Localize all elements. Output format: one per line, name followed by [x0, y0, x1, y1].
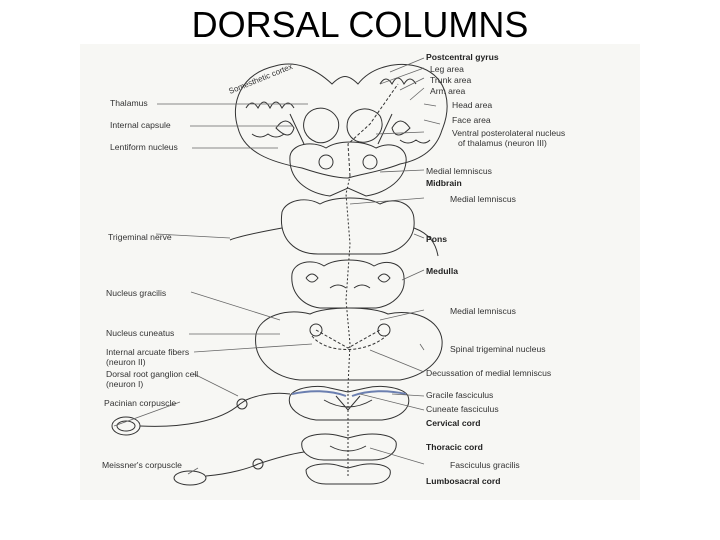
- thalamus-shape: [303, 107, 340, 144]
- label-postcentral-gyrus: Postcentral gyrus: [426, 52, 499, 62]
- label-internal-capsule: Internal capsule: [110, 120, 171, 130]
- gracile-nucleus-left: [309, 323, 323, 337]
- drg-cell-drawing: [236, 398, 248, 410]
- thalamus-shape-right: [346, 108, 383, 143]
- label-lentiform-nucleus: Lentiform nucleus: [110, 142, 178, 152]
- label-spinal-trigeminal-nucleus: Spinal trigeminal nucleus: [450, 344, 546, 354]
- label-medial-lemniscus-2: Medial lemniscus: [450, 194, 516, 204]
- label-pons: Pons: [426, 234, 448, 244]
- label-arm-area: Arm area: [430, 86, 466, 96]
- medulla-upper-section: [291, 259, 405, 309]
- label-pacinian-corpuscle: Pacinian corpuscle: [104, 398, 177, 408]
- red-nucleus-right: [362, 154, 378, 170]
- cortex-gyri: [245, 77, 431, 144]
- gracile-fasciculus-shading: [291, 390, 407, 397]
- label-nucleus-gracilis: Nucleus gracilis: [106, 288, 167, 298]
- label-nucleus-cuneatus: Nucleus cuneatus: [106, 328, 175, 338]
- label-trunk-area: Trunk area: [430, 75, 472, 85]
- diagram-drawing: Somesthetic cortex: [111, 57, 448, 486]
- cerebrum-outline: [234, 63, 448, 179]
- lumbosacral-cord-section: [305, 463, 391, 485]
- lentiform-nucleus: [275, 120, 411, 136]
- label-medial-lemniscus-1: Medial lemniscus: [426, 166, 492, 176]
- label-decussation: Decussation of medial lemniscus: [426, 368, 552, 378]
- meissner-corpuscle-drawing: [173, 470, 207, 486]
- label-meissner-corpuscle: Meissner's corpuscle: [102, 460, 182, 470]
- dorsal-column-pathway: [345, 175, 351, 476]
- red-nucleus-left: [318, 154, 334, 170]
- dorsal-columns-diagram: Somesthetic cortex Postcentral gyrus Leg…: [80, 44, 640, 500]
- thoracic-cord-section: [301, 433, 397, 461]
- label-cuneate-fasciculus: Cuneate fasciculus: [426, 404, 499, 414]
- internal-capsule: [289, 113, 393, 145]
- label-dorsal-root-ganglion: Dorsal root ganglion cell (neuron I): [106, 369, 199, 389]
- medulla-lower-section: [255, 307, 443, 381]
- cortex-label: Somesthetic cortex: [227, 62, 293, 96]
- pacinian-fiber: [139, 392, 291, 427]
- label-cervical-cord: Cervical cord: [426, 418, 481, 428]
- label-medial-lemniscus-3: Medial lemniscus: [450, 306, 516, 316]
- label-gracile-fasciculus: Gracile fasciculus: [426, 390, 494, 400]
- label-thoracic-cord: Thoracic cord: [426, 442, 483, 452]
- label-internal-arcuate-fibers: Internal arcuate fibers (neuron II): [106, 347, 190, 367]
- label-medulla: Medulla: [426, 266, 458, 276]
- medulla-nuclei: [305, 273, 391, 289]
- label-vpl-nucleus: Ventral posterolateral nucleus of thalam…: [452, 128, 566, 148]
- label-midbrain: Midbrain: [426, 178, 462, 188]
- meissner-fiber: [205, 451, 305, 477]
- label-leg-area: Leg area: [430, 64, 464, 74]
- gracile-nucleus-right: [377, 323, 391, 337]
- pons-section: [280, 197, 415, 255]
- cervical-cord-section: [288, 385, 410, 421]
- decussation-fibers: [311, 329, 387, 350]
- label-fasciculus-gracilis: Fasciculus gracilis: [450, 460, 520, 470]
- slide-title: DORSAL COLUMNS: [191, 4, 529, 45]
- cortex-pathway: [347, 83, 399, 177]
- label-thalamus: Thalamus: [110, 98, 148, 108]
- label-trigeminal-nerve: Trigeminal nerve: [108, 232, 172, 242]
- midbrain-section: [289, 141, 407, 197]
- label-head-area: Head area: [452, 100, 493, 110]
- label-face-area: Face area: [452, 115, 491, 125]
- label-lumbosacral-cord: Lumbosacral cord: [426, 476, 501, 486]
- pons-trigeminal-nerve: [229, 227, 439, 257]
- pacinian-corpuscle-drawing: [111, 416, 141, 436]
